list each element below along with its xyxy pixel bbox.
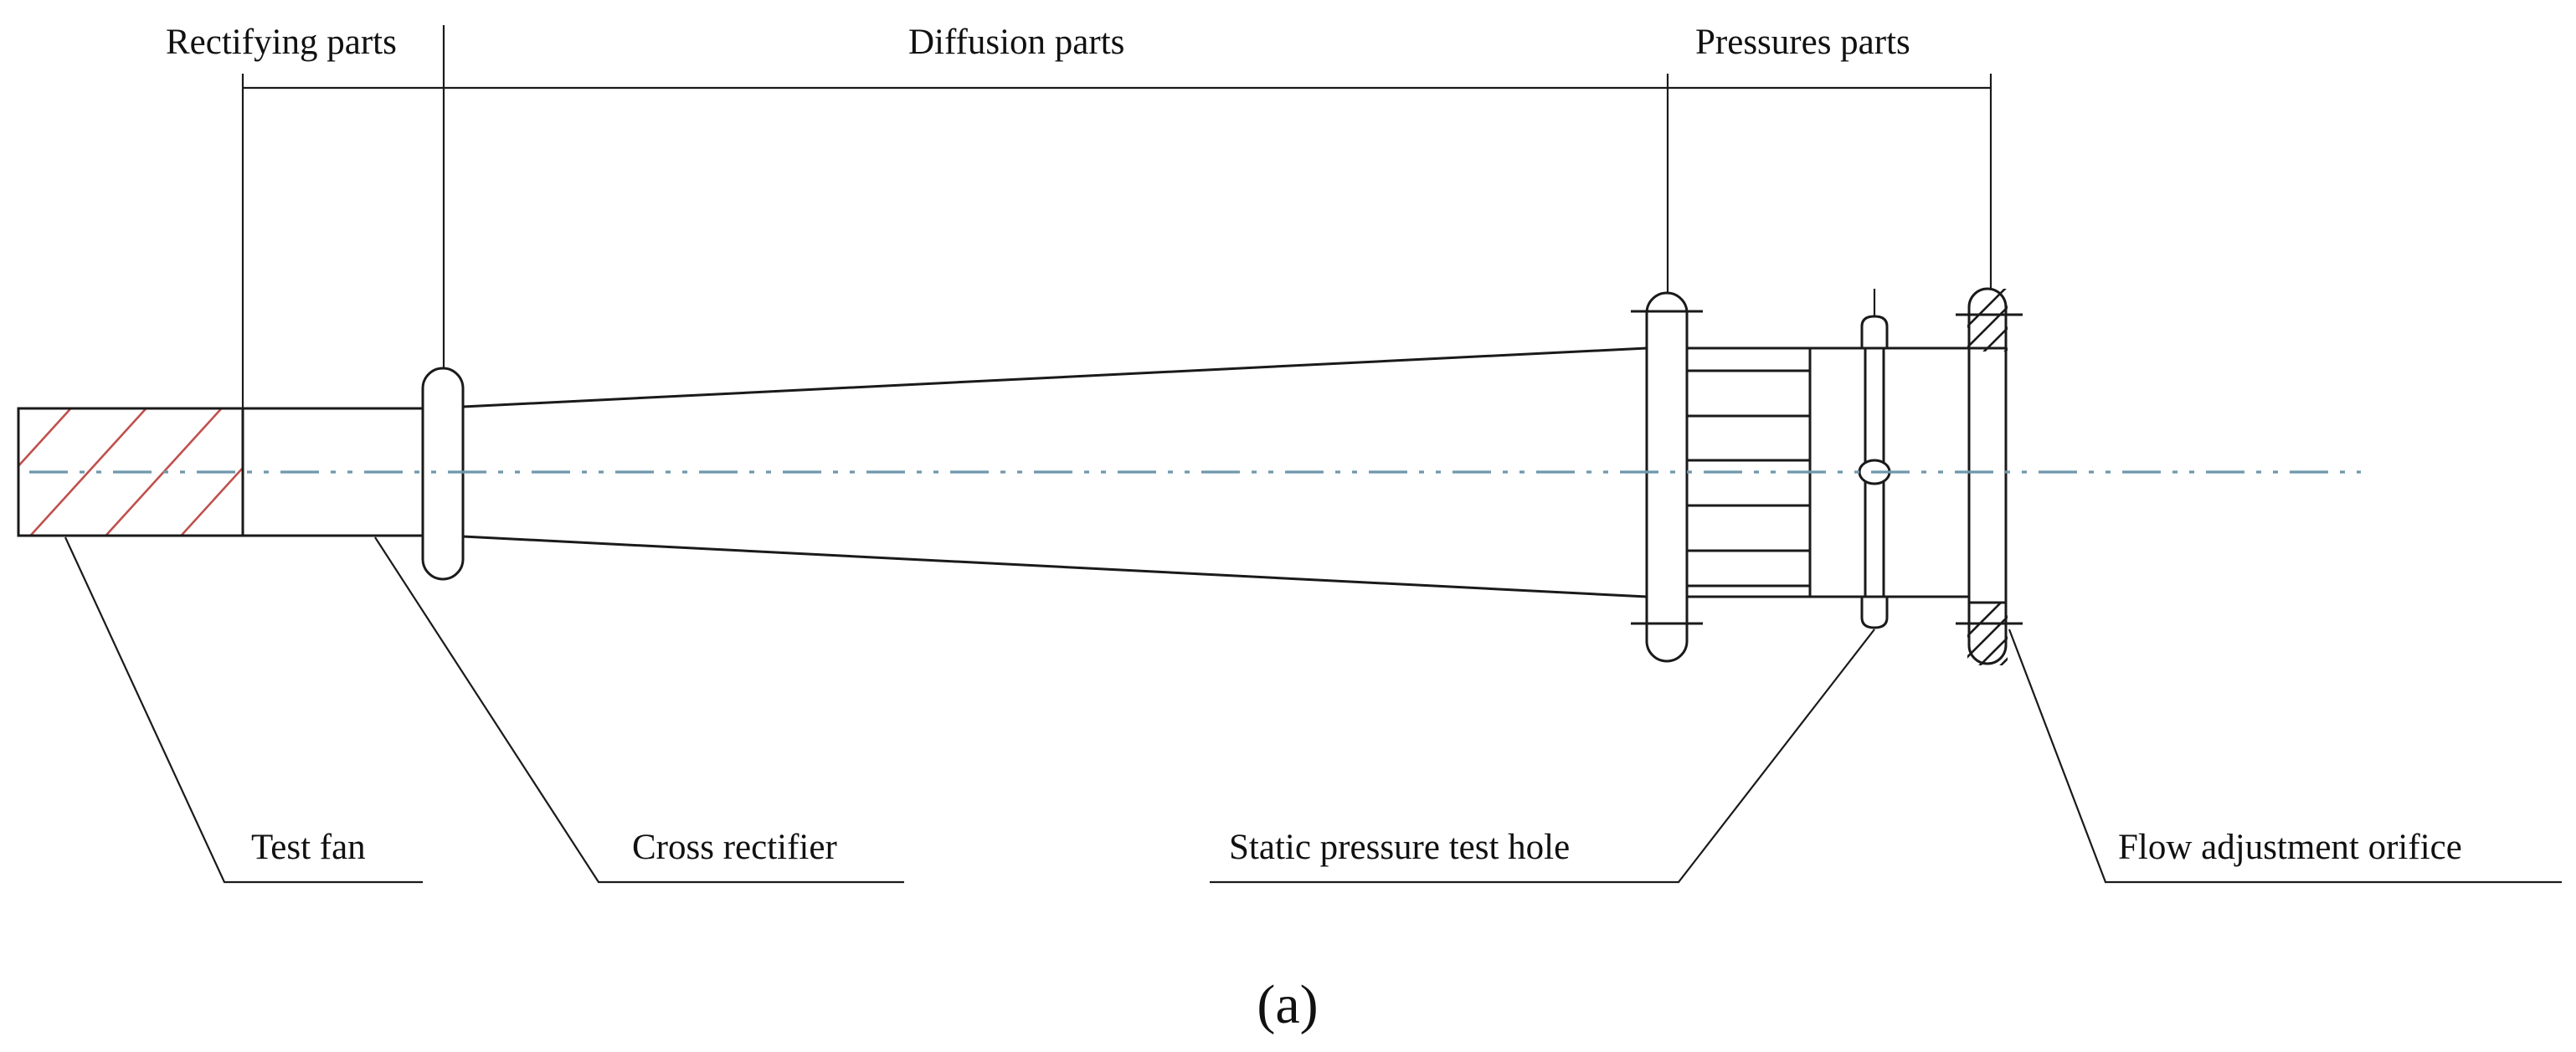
diffusion-cone bbox=[462, 346, 1648, 598]
callout-cross-rectifier: Cross rectifier bbox=[632, 828, 837, 867]
callout-flow-orifice: Flow adjustment orifice bbox=[2118, 828, 2462, 867]
test-fan-block bbox=[17, 407, 244, 537]
flow-adjustment-orifice bbox=[1956, 287, 2023, 665]
cross-rectifier-flange bbox=[421, 367, 465, 581]
section-dimension-bar bbox=[241, 25, 1992, 408]
callout-test-fan: Test fan bbox=[251, 828, 366, 867]
rectifying-duct bbox=[243, 407, 425, 537]
callout-static-pressure-hole: Static pressure test hole bbox=[1229, 828, 1570, 867]
diffuser-outlet-flange bbox=[1631, 291, 1703, 663]
callout-leaders bbox=[64, 536, 2562, 884]
section-label-diffusion: Diffusion parts bbox=[908, 23, 1124, 62]
section-label-pressures: Pressures parts bbox=[1695, 23, 1910, 62]
static-pressure-test-hole bbox=[1858, 289, 1891, 629]
figure-caption: (a) bbox=[1257, 974, 1318, 1035]
section-label-rectifying: Rectifying parts bbox=[166, 23, 397, 62]
